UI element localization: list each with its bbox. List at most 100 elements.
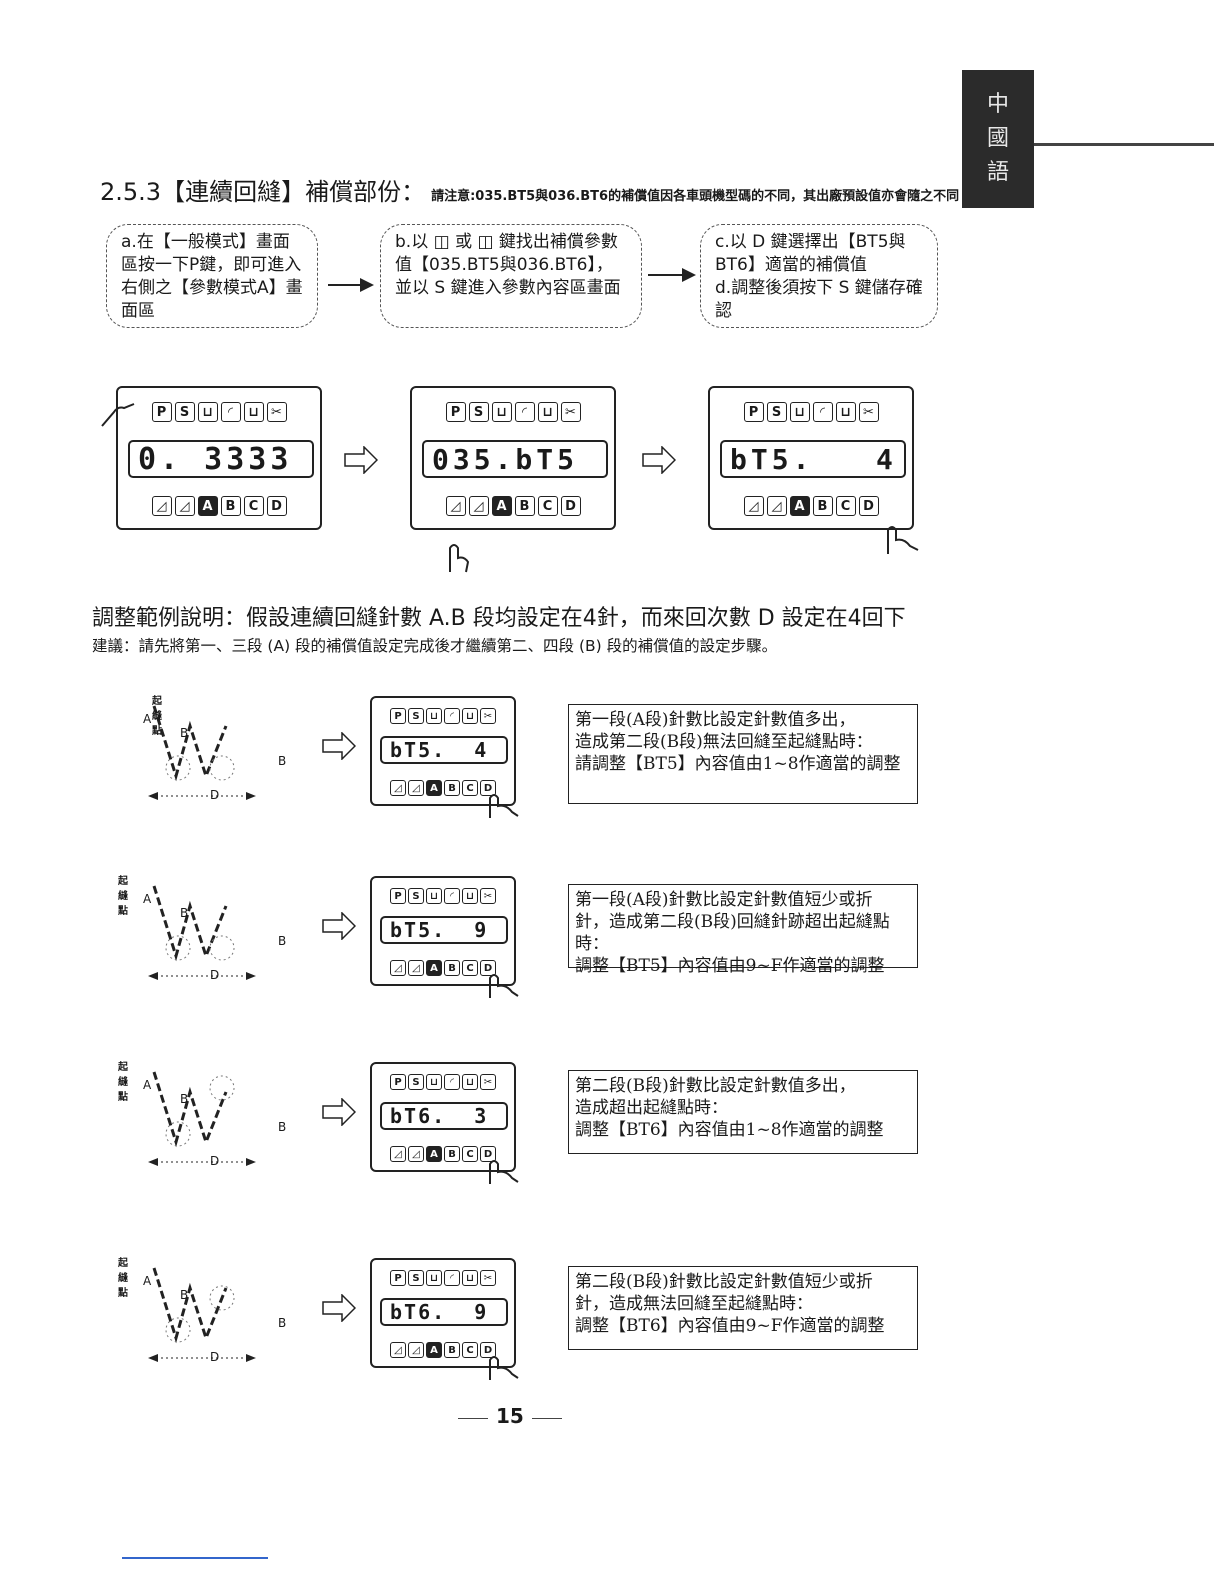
d-key[interactable]: D	[480, 780, 496, 796]
label-b: B	[278, 1316, 287, 1330]
cut-icon[interactable]: ✂	[480, 1074, 496, 1090]
d-key[interactable]: D	[266, 496, 287, 516]
case-description: 第一段(A段)針數比設定針數值短少或折 針，造成第二段(B段)回縫針跡超出起縫點…	[568, 884, 918, 976]
s-key[interactable]: S	[468, 402, 489, 422]
mode-icon[interactable]: ⊔	[197, 402, 218, 422]
c-key[interactable]: C	[462, 960, 478, 976]
a-key[interactable]: A	[789, 496, 810, 516]
s-key[interactable]: S	[408, 888, 424, 904]
c-key[interactable]: C	[537, 496, 558, 516]
mode-icon[interactable]: ⊔	[426, 1270, 442, 1286]
hollow-arrow-icon	[322, 912, 356, 940]
s-key[interactable]: S	[408, 1074, 424, 1090]
c-key[interactable]: C	[243, 496, 264, 516]
up-key[interactable]: ◿	[174, 496, 195, 516]
curve-icon[interactable]: ◜	[444, 1074, 460, 1090]
language-tab[interactable]: 中 國 語	[962, 70, 1034, 208]
p-key[interactable]: P	[445, 402, 466, 422]
case-line: 第一段(A段)針數比設定針數值多出，	[575, 710, 856, 730]
mode-icon[interactable]: ⊔	[426, 888, 442, 904]
b-key[interactable]: B	[444, 1146, 460, 1162]
c-key[interactable]: C	[462, 780, 478, 796]
up-key[interactable]: ◿	[408, 1146, 424, 1162]
corner-icon[interactable]: ⊔	[537, 402, 558, 422]
up-key[interactable]: ◿	[408, 780, 424, 796]
step-c-text: c.以 D 鍵選擇出【BT5與BT6】適當的補償值	[715, 232, 906, 275]
up-key[interactable]: ◿	[408, 1342, 424, 1358]
p-key[interactable]: P	[151, 402, 172, 422]
b-key[interactable]: B	[514, 496, 535, 516]
cut-icon[interactable]: ✂	[266, 402, 287, 422]
corner-icon[interactable]: ⊔	[462, 1074, 478, 1090]
corner-icon[interactable]: ⊔	[462, 1270, 478, 1286]
cut-icon[interactable]: ✂	[858, 402, 879, 422]
down-key[interactable]: ◿	[390, 1342, 406, 1358]
down-key[interactable]: ◿	[445, 496, 466, 516]
p-key[interactable]: P	[390, 1074, 406, 1090]
corner-icon[interactable]: ⊔	[462, 888, 478, 904]
corner-icon[interactable]: ⊔	[835, 402, 856, 422]
curve-icon[interactable]: ◜	[444, 708, 460, 724]
down-key[interactable]: ◿	[743, 496, 764, 516]
p-key[interactable]: P	[390, 888, 406, 904]
up-key[interactable]: ◿	[468, 496, 489, 516]
start-point-label: 起縫點	[118, 1062, 128, 1103]
curve-icon[interactable]: ◜	[514, 402, 535, 422]
curve-icon[interactable]: ◜	[444, 888, 460, 904]
cut-icon[interactable]: ✂	[480, 888, 496, 904]
c-key[interactable]: C	[462, 1146, 478, 1162]
p-key[interactable]: P	[743, 402, 764, 422]
d-key[interactable]: D	[480, 1146, 496, 1162]
down-key[interactable]: ◿	[390, 960, 406, 976]
c-key[interactable]: C	[835, 496, 856, 516]
mode-icon[interactable]: ⊔	[426, 1074, 442, 1090]
a-key[interactable]: A	[197, 496, 218, 516]
s-key[interactable]: S	[408, 708, 424, 724]
step-a-bubble: a.在【一般模式】畫面區按一下P鍵，即可進入右側之【參數模式A】畫面區	[106, 224, 318, 328]
mini-control-panel: P S ⊔ ◜ ⊔ ✂ bT6. 3 ◿ ◿ A B C D	[370, 1062, 516, 1172]
p-key[interactable]: P	[390, 1270, 406, 1286]
cut-icon[interactable]: ✂	[480, 708, 496, 724]
curve-icon[interactable]: ◜	[444, 1270, 460, 1286]
corner-icon[interactable]: ⊔	[462, 708, 478, 724]
start-point-label: 起縫點	[152, 696, 162, 737]
a-key[interactable]: A	[426, 780, 442, 796]
a-key[interactable]: A	[426, 960, 442, 976]
cut-icon[interactable]: ✂	[560, 402, 581, 422]
down-key[interactable]: ◿	[151, 496, 172, 516]
a-key[interactable]: A	[426, 1342, 442, 1358]
a-key[interactable]: A	[491, 496, 512, 516]
mode-icon[interactable]: ⊔	[426, 708, 442, 724]
d-key[interactable]: D	[560, 496, 581, 516]
d-key[interactable]: D	[480, 1342, 496, 1358]
case-description: 第二段(B段)針數比設定針數值短少或折 針，造成無法回縫至起縫點時： 調整【BT…	[568, 1266, 918, 1350]
curve-icon[interactable]: ◜	[812, 402, 833, 422]
p-key[interactable]: P	[390, 708, 406, 724]
d-key[interactable]: D	[858, 496, 879, 516]
s-key[interactable]: S	[174, 402, 195, 422]
label-d: D	[210, 788, 220, 802]
cut-icon[interactable]: ✂	[480, 1270, 496, 1286]
curve-icon[interactable]: ◜	[220, 402, 241, 422]
mode-icon[interactable]: ⊔	[491, 402, 512, 422]
mode-icon[interactable]: ⊔	[789, 402, 810, 422]
s-key[interactable]: S	[408, 1270, 424, 1286]
up-key[interactable]: ◿	[766, 496, 787, 516]
d-key[interactable]: D	[480, 960, 496, 976]
b-key[interactable]: B	[444, 960, 460, 976]
s-key[interactable]: S	[766, 402, 787, 422]
pointing-hand-icon	[489, 1160, 519, 1184]
up-key[interactable]: ◿	[408, 960, 424, 976]
section-title: 2.5.3【連續回縫】補償部份：請注意:035.BT5與036.BT6的補償值因…	[100, 172, 959, 207]
case-line: 第一段(A段)針數比設定針數值短少或折	[575, 890, 873, 910]
b-key[interactable]: B	[444, 780, 460, 796]
a-key[interactable]: A	[426, 1146, 442, 1162]
down-key[interactable]: ◿	[390, 780, 406, 796]
c-key[interactable]: C	[462, 1342, 478, 1358]
b-key[interactable]: B	[444, 1342, 460, 1358]
b-key[interactable]: B	[220, 496, 241, 516]
b-key[interactable]: B	[812, 496, 833, 516]
down-key[interactable]: ◿	[390, 1146, 406, 1162]
footer-rule	[122, 1557, 268, 1559]
corner-icon[interactable]: ⊔	[243, 402, 264, 422]
